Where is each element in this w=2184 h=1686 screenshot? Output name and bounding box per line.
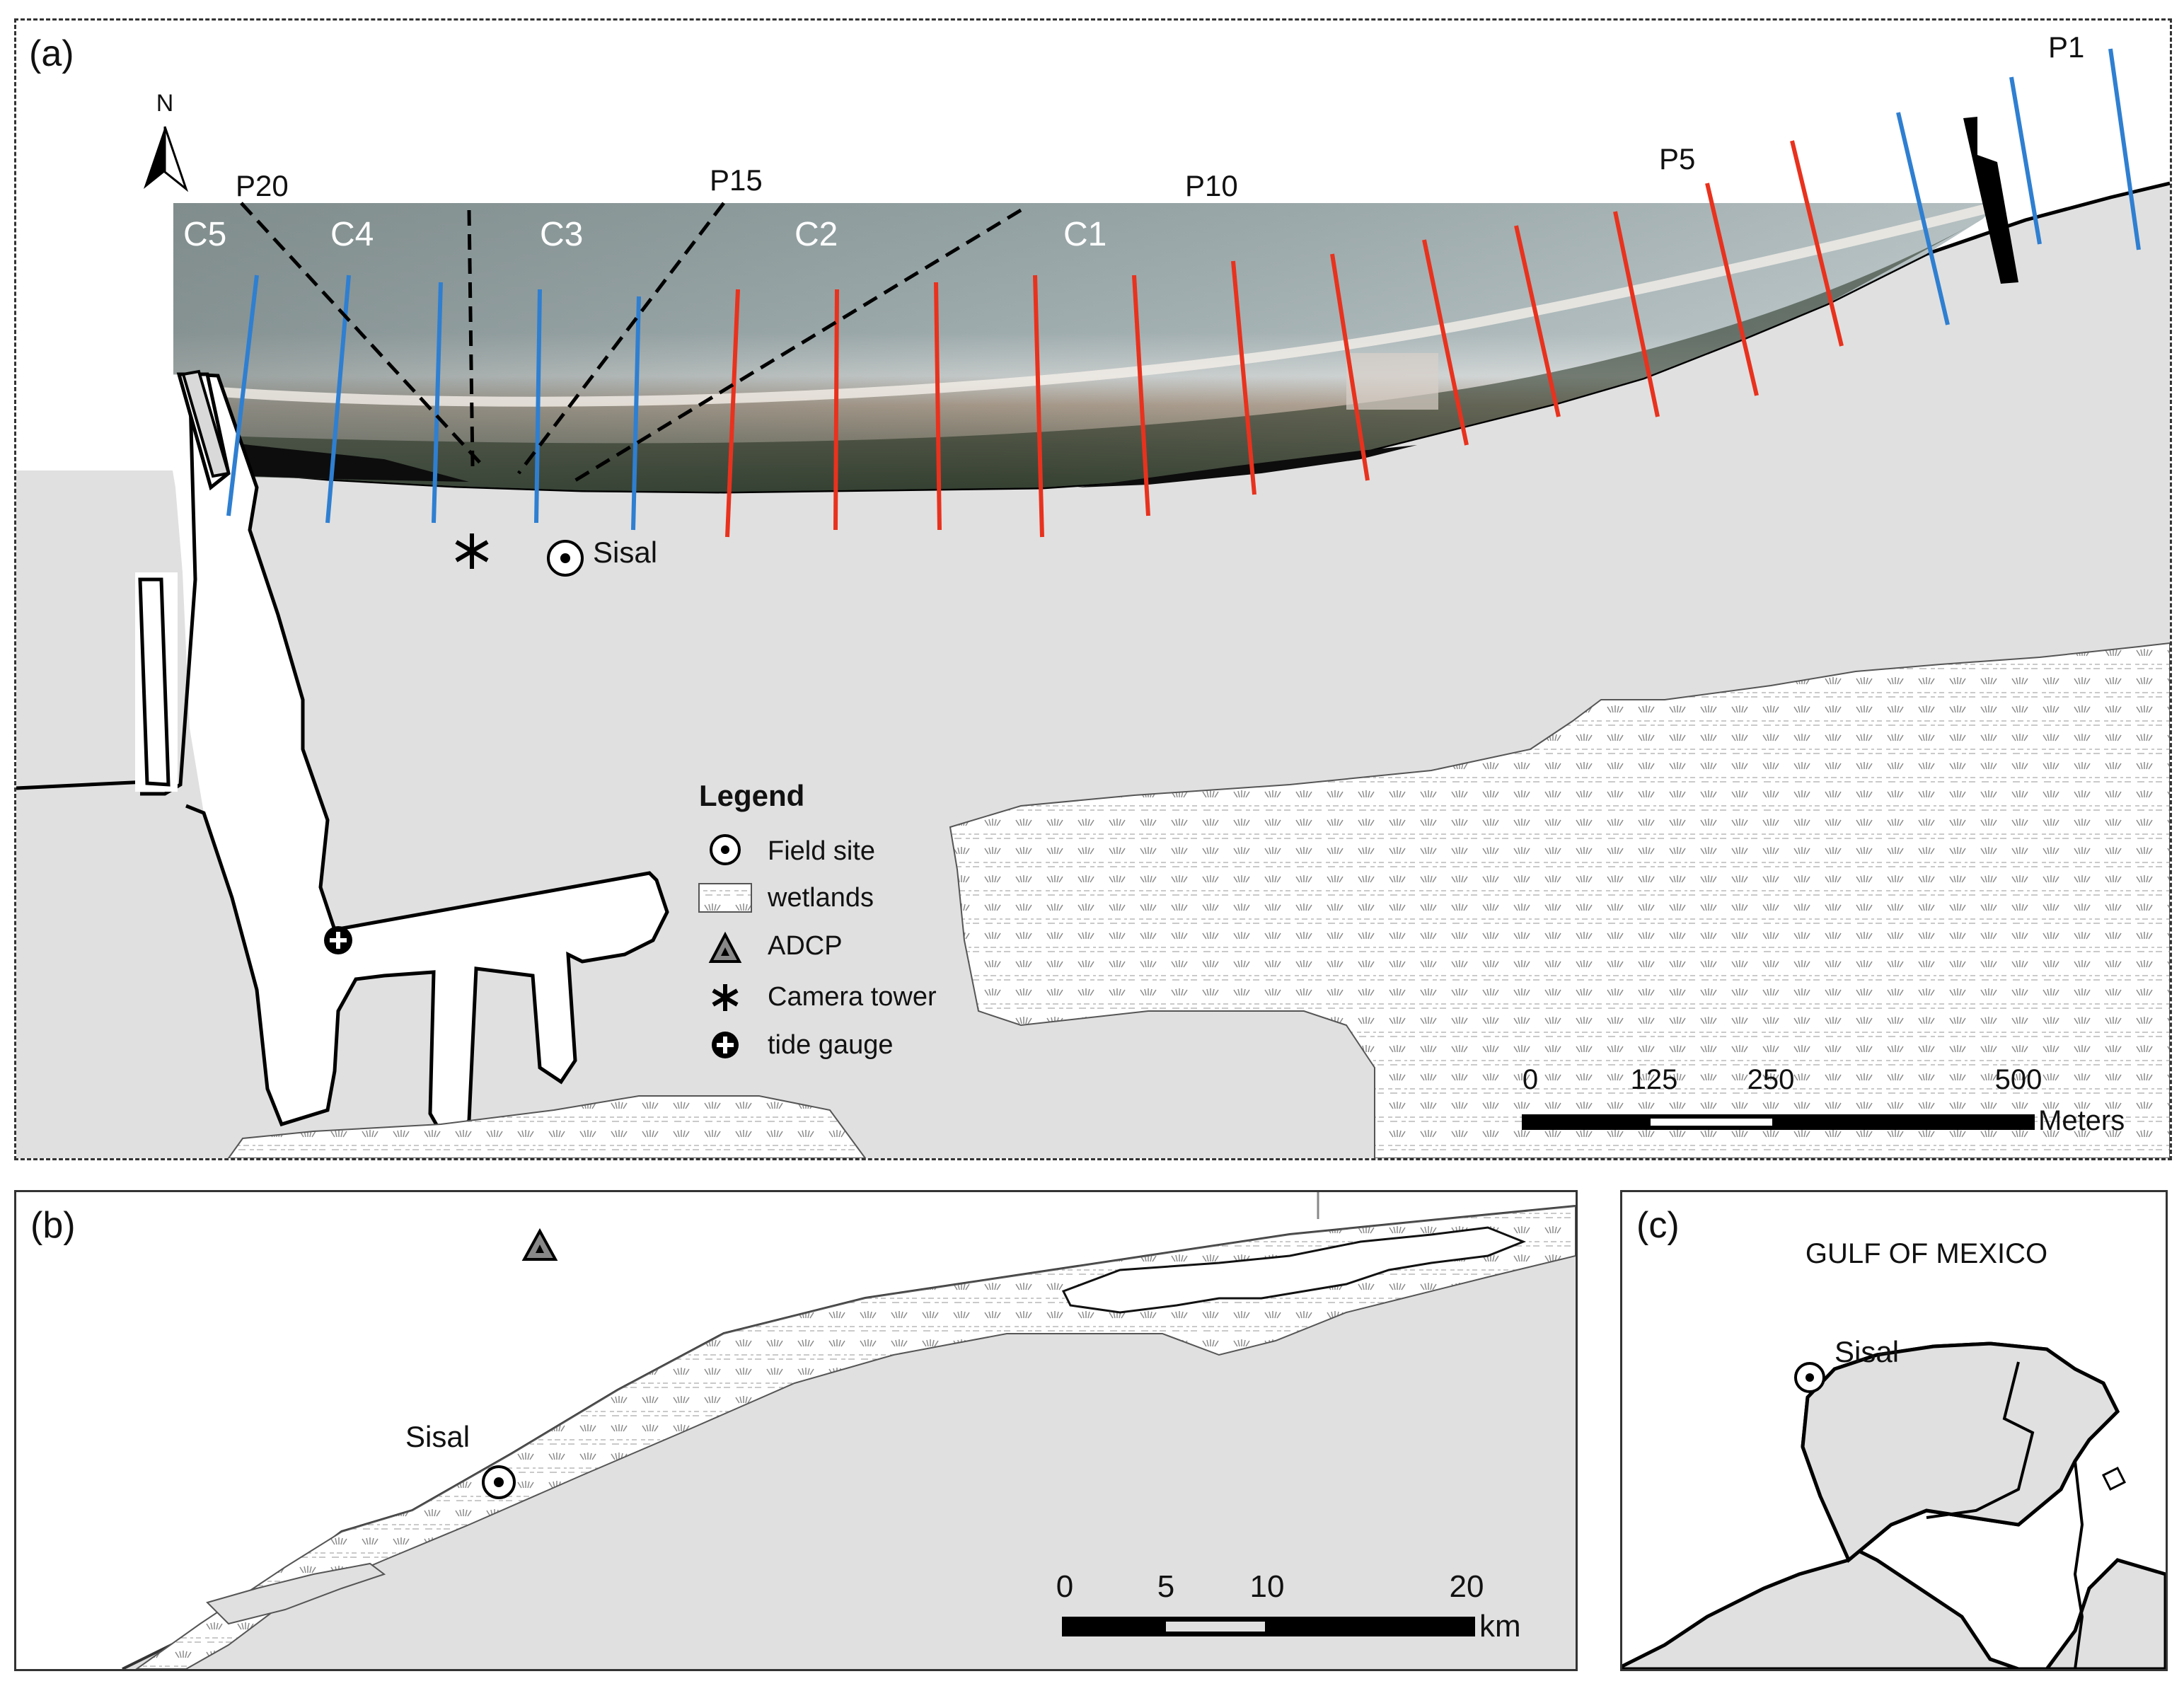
- profile-line-9: [1330, 253, 1370, 481]
- sea-area-b: [16, 1192, 1576, 1669]
- profile-line-8: [1422, 239, 1469, 446]
- tide-gauge-icon: [324, 926, 352, 954]
- scale-tick-500: 500: [1995, 1064, 2043, 1095]
- west-jetty: [181, 369, 231, 478]
- profile-line-15: [725, 289, 740, 538]
- profile-line-7: [1514, 225, 1561, 417]
- profile-line-13: [934, 282, 942, 531]
- profile-line-6: [1613, 211, 1660, 417]
- field-site-icon-b: [482, 1465, 516, 1499]
- legend-title: Legend: [699, 779, 804, 812]
- panel-b-regional-map: (b) Sisal 0 5 10 20 km: [14, 1190, 1578, 1671]
- legend-asterisk-icon: [712, 984, 739, 1011]
- profile-line-10: [1231, 260, 1256, 495]
- legend-label-field-site: Field site: [768, 836, 875, 866]
- scale-tick-0-km: 0: [1056, 1569, 1073, 1604]
- scale-tick-125: 125: [1631, 1064, 1678, 1095]
- profile-line-2: [2009, 76, 2042, 245]
- profile-line-5: [1705, 183, 1759, 396]
- profile-line-3: [1896, 112, 1950, 325]
- profile-line-18: [432, 282, 443, 524]
- profile-line-17: [534, 289, 542, 524]
- profile-label-p20: P20: [236, 169, 289, 202]
- panel-b-map: (b) Sisal 0 5 10 20 km: [16, 1192, 1576, 1669]
- camera-label-c5: C5: [183, 216, 226, 253]
- profile-line-16: [631, 296, 641, 531]
- lagoon-b: [1061, 1226, 1527, 1314]
- legend-field-site-icon: [710, 834, 741, 865]
- adcp-triangle-icon: [521, 1228, 558, 1261]
- camera-label-c3: C3: [540, 216, 583, 253]
- scale-tick-250: 250: [1747, 1064, 1795, 1095]
- scale-tick-20-km: 20: [1450, 1569, 1484, 1604]
- wetlands-east: [949, 642, 2170, 1158]
- scale-bar-km: 0 5 10 20 km: [1056, 1569, 1521, 1644]
- legend-label-adcp: ADCP: [768, 931, 843, 961]
- wetlands-south: [227, 1095, 867, 1158]
- profile-line-11: [1132, 275, 1150, 516]
- profile-line-12: [1033, 275, 1044, 538]
- panel-c-location-map: (c) GULF OF MEXICO Sisal: [1620, 1190, 2168, 1671]
- panel-a-tag: (a): [29, 33, 74, 74]
- camera-tower-asterisk-icon: [455, 533, 489, 569]
- east-pier: [1963, 117, 2018, 284]
- legend: Legend Field site wetlands ADCP Camera t…: [698, 779, 937, 1060]
- yucatan-state: [1801, 1341, 2120, 1564]
- scale-unit-meters: Meters: [2038, 1105, 2125, 1136]
- panel-b-tag: (b): [30, 1205, 76, 1246]
- panel-c-map: (c) GULF OF MEXICO Sisal: [1622, 1192, 2166, 1669]
- site-label-sisal: Sisal: [593, 536, 657, 569]
- legend-adcp-triangle-icon: [708, 931, 742, 963]
- site-label-sisal-c: Sisal: [1835, 1335, 1899, 1368]
- profile-line-4: [1790, 140, 1844, 347]
- scale-bar-meters: 0 125 250 500 Meters: [1522, 1064, 2125, 1136]
- panel-a-site-map: N (a) P1 P5 P10 P15 P20 C1 C2 C3 C4 C5 S…: [14, 18, 2172, 1160]
- profile-label-p1: P1: [2048, 30, 2084, 64]
- north-arrow: N: [144, 90, 189, 192]
- scale-tick-5-km: 5: [1157, 1569, 1174, 1604]
- field-site-icon-c: [1794, 1362, 1825, 1393]
- profile-line-20: [226, 275, 259, 516]
- legend-tide-gauge-icon: [712, 1032, 739, 1058]
- scale-unit-km: km: [1479, 1609, 1521, 1644]
- profile-label-p10: P10: [1185, 169, 1238, 202]
- camera-label-c4: C4: [330, 216, 374, 253]
- legend-label-tide-gauge: tide gauge: [768, 1030, 894, 1060]
- camera-label-c2: C2: [795, 216, 838, 253]
- north-label: N: [156, 90, 174, 117]
- profile-label-p5: P5: [1659, 142, 1695, 175]
- profile-label-p15: P15: [710, 163, 763, 197]
- panel-a-map: N (a) P1 P5 P10 P15 P20 C1 C2 C3 C4 C5 S…: [16, 21, 2170, 1158]
- scale-tick-10-km: 10: [1250, 1569, 1285, 1604]
- field-site-icon: [547, 540, 584, 577]
- camera-fov-lines: [240, 202, 1022, 483]
- legend-label-wetlands: wetlands: [767, 883, 874, 913]
- camera-label-c1: C1: [1063, 216, 1107, 253]
- site-label-sisal-b: Sisal: [405, 1420, 470, 1453]
- scale-tick-0: 0: [1523, 1064, 1538, 1095]
- channel-water: [16, 374, 667, 1138]
- panel-c-tag: (c): [1636, 1205, 1680, 1246]
- wetlands-b: [135, 1205, 1576, 1669]
- profile-lines: [226, 48, 2141, 538]
- sea-label-gulf-of-mexico: GULF OF MEXICO: [1805, 1238, 2047, 1269]
- legend-wetlands-swatch: [698, 883, 752, 913]
- profile-line-1: [2108, 48, 2141, 250]
- profile-line-14: [833, 289, 839, 531]
- legend-label-camera-tower: Camera tower: [768, 982, 937, 1012]
